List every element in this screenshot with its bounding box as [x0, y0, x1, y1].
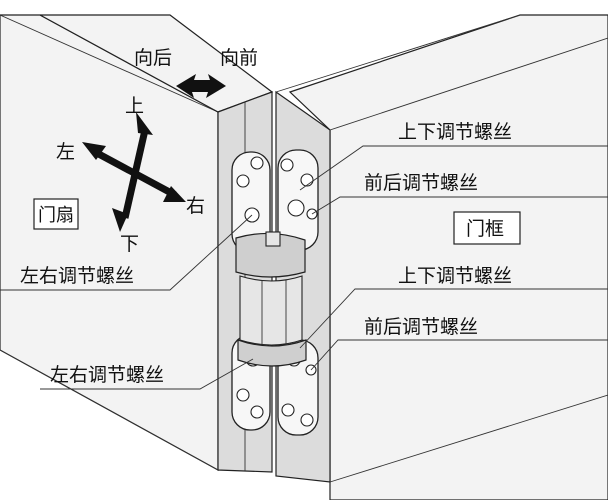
label-left: 左 [56, 141, 75, 163]
label-right: 右 [186, 195, 205, 217]
leader-lines [0, 145, 608, 390]
callout-bottom-vertical-screw: 上下调节螺丝 [398, 265, 512, 287]
callout-bottom-lateral-screw: 左右调节螺丝 [50, 364, 164, 386]
label-door-leaf: 门扇 [38, 205, 74, 226]
door-frame-panel [275, 14, 608, 500]
hinge-knuckle [235, 231, 307, 367]
label-back: 向后 [134, 47, 172, 69]
callout-top-lateral-screw: 左右调节螺丝 [20, 265, 134, 287]
label-front: 向前 [220, 47, 258, 69]
label-down: 下 [120, 233, 139, 255]
callout-top-vertical-screw: 上下调节螺丝 [398, 121, 512, 143]
right-upper-hinge-plate [277, 149, 319, 251]
callout-bottom-depth-screw: 前后调节螺丝 [364, 316, 478, 338]
door-leaf-box: 门扇 [33, 198, 79, 230]
front-back-arrow [176, 74, 226, 98]
door-frame-box: 门框 [453, 211, 521, 245]
floor-lines [0, 349, 608, 483]
label-up: 上 [125, 95, 144, 117]
callout-top-depth-screw: 前后调节螺丝 [364, 172, 478, 194]
label-door-frame: 门框 [466, 218, 504, 240]
direction-cross-icon [82, 112, 186, 232]
